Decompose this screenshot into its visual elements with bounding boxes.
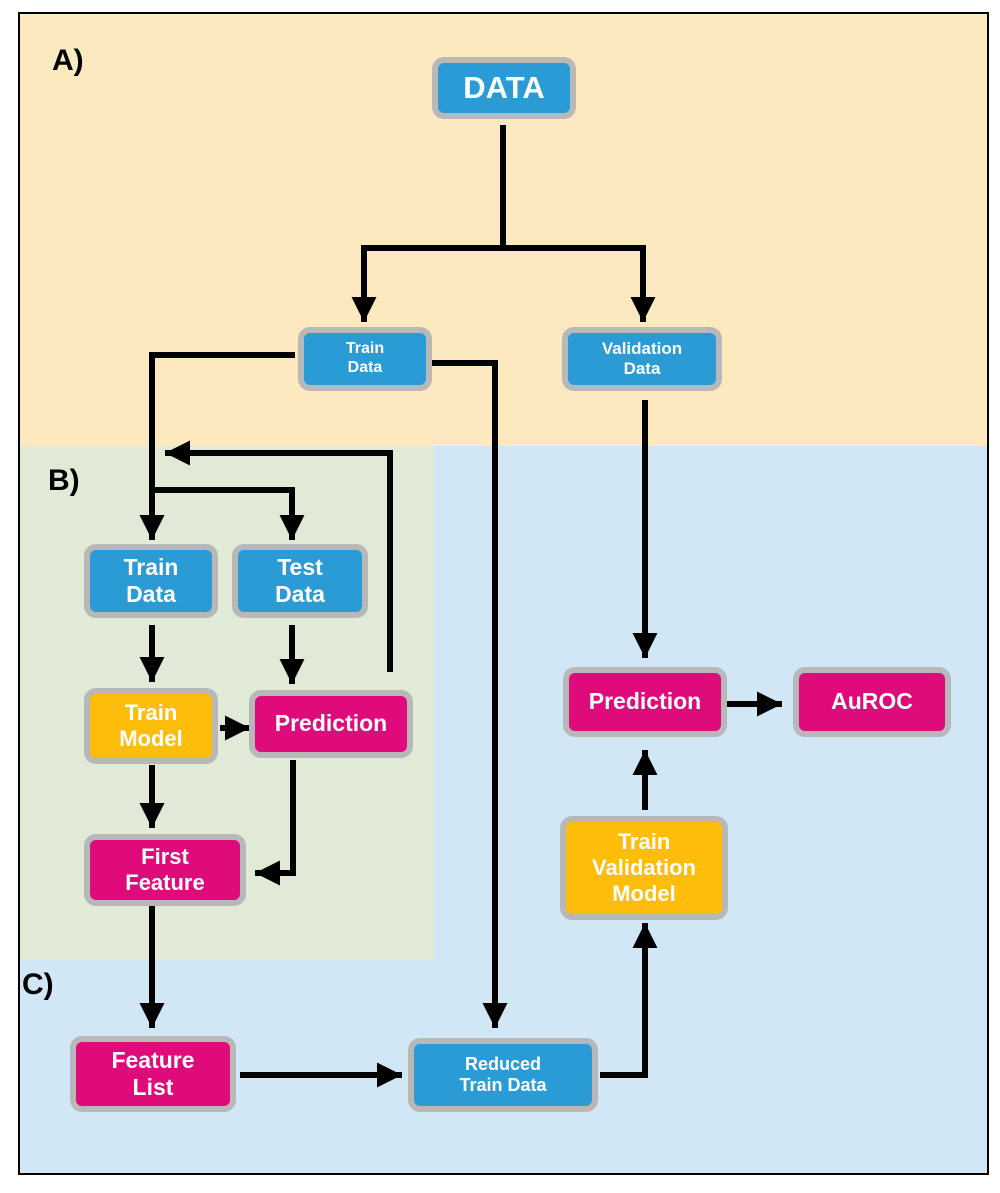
arrow-loop-back — [165, 440, 393, 672]
arrow-reduced-to-model — [600, 923, 658, 1078]
train-validation-model-node: Train Validation Model — [560, 816, 728, 920]
arrow-data-to-validation — [503, 245, 656, 322]
arrow-train-to-reduced — [432, 360, 508, 1028]
arrow-branch-to-test — [152, 487, 305, 540]
train-data-node-b: Train Data — [84, 544, 218, 618]
section-label-b: B) — [48, 464, 80, 497]
prediction-node-c: Prediction — [563, 667, 727, 737]
data-node: DATA — [432, 57, 576, 119]
feature-list-node: Feature List — [70, 1036, 236, 1112]
arrow-prediction-to-feature — [255, 760, 296, 886]
first-feature-node: First Feature — [84, 834, 246, 906]
validation-data-node: Validation Data — [562, 327, 722, 391]
prediction-node-b: Prediction — [249, 690, 413, 758]
section-label-a: A) — [52, 44, 84, 77]
arrow-data-to-train — [351, 245, 503, 322]
train-model-node: Train Model — [84, 688, 218, 764]
test-data-node: Test Data — [232, 544, 368, 618]
arrow-train-to-b — [139, 352, 295, 540]
train-data-node-top: Train Data — [298, 327, 432, 391]
auroc-node: AuROC — [793, 667, 951, 737]
section-label-c: C) — [22, 968, 54, 1001]
reduced-train-data-node: Reduced Train Data — [408, 1038, 598, 1112]
